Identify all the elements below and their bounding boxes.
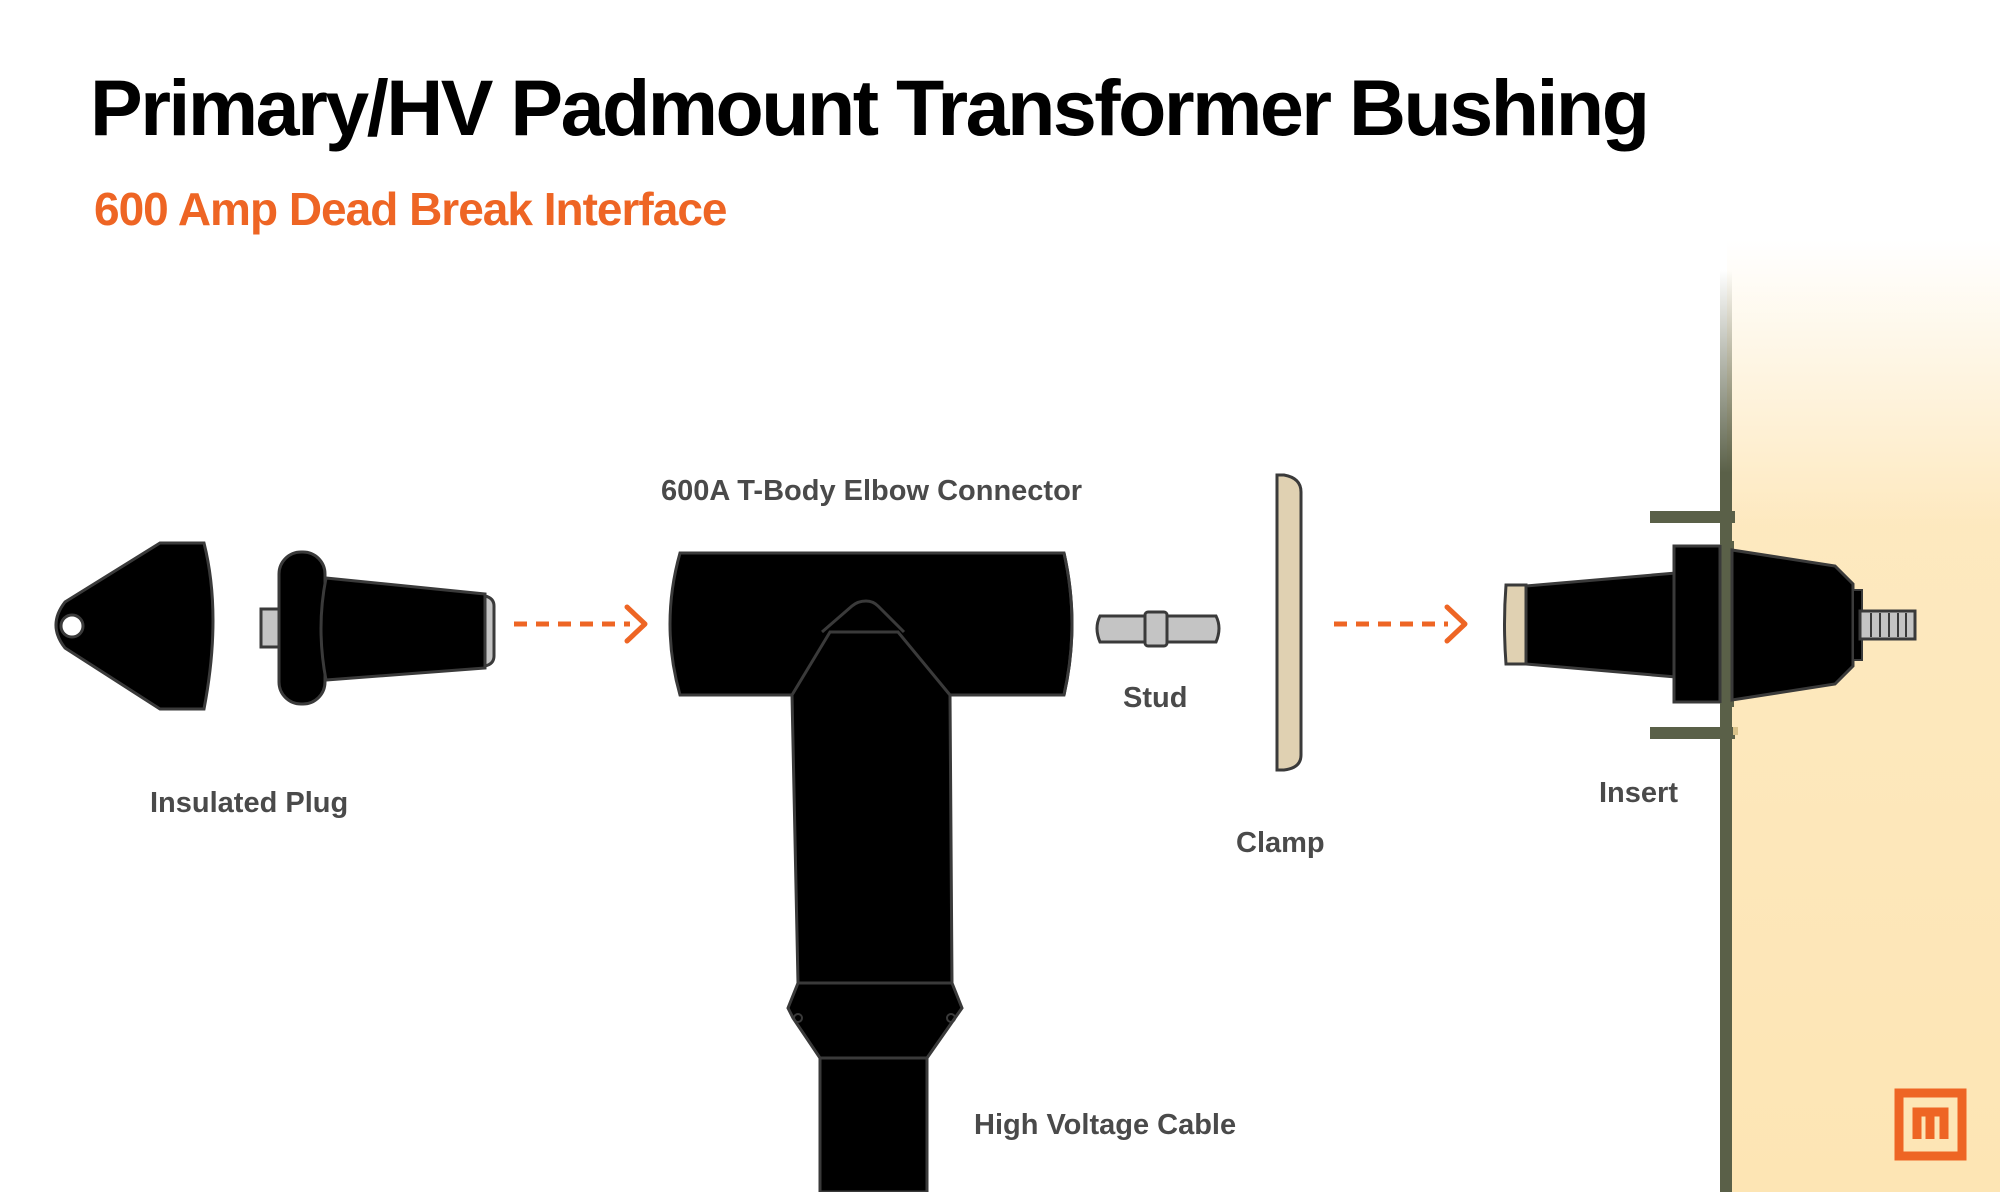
- insert: [1503, 511, 1917, 739]
- arrow-clamp-to-insert: [1334, 604, 1468, 644]
- page-title: Primary/HV Padmount Transformer Bushing: [90, 63, 1650, 152]
- elbow-connector: [668, 551, 1074, 1192]
- brand-logo-icon: [1894, 1088, 1967, 1161]
- arrow-plug-to-elbow: [514, 604, 648, 644]
- label-insulated-plug: Insulated Plug: [150, 787, 348, 819]
- page-subtitle: 600 Amp Dead Break Interface: [94, 183, 727, 235]
- label-elbow-connector: 600A T-Body Elbow Connector: [661, 475, 1082, 507]
- label-high-voltage-cable: High Voltage Cable: [974, 1109, 1236, 1141]
- label-stud: Stud: [1123, 682, 1187, 714]
- insulated-plug-body: [259, 550, 496, 706]
- label-insert: Insert: [1599, 777, 1678, 809]
- label-clamp: Clamp: [1236, 827, 1325, 859]
- clamp: [1275, 473, 1303, 772]
- transformer-enclosure: [1727, 240, 2000, 1192]
- insulated-plug-cap: [54, 541, 215, 711]
- stud: [1095, 610, 1221, 648]
